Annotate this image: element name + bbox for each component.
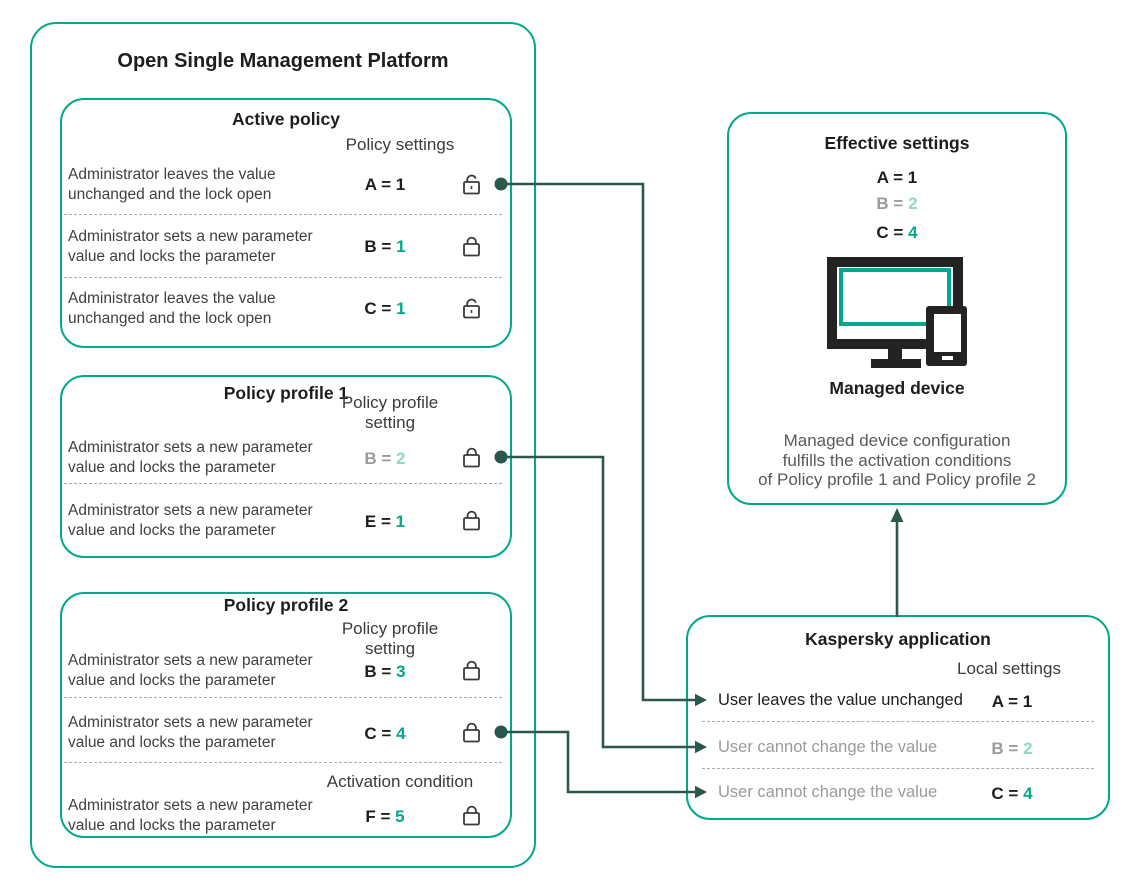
row-separator (702, 721, 1094, 722)
policy-profile-1-title: Policy profile 1 (223, 383, 349, 403)
lock-closed-icon (463, 722, 480, 743)
kaspersky-row-description: User leaves the value unchanged (718, 691, 963, 709)
monitor-stand-neck (888, 349, 902, 360)
activation-condition-header: Activation condition (326, 772, 474, 791)
managed-device-label: Managed device (829, 378, 965, 398)
lock-closed-icon (463, 805, 480, 826)
policy-row-description: Administrator sets a new parameter value… (68, 502, 313, 539)
kaspersky-row-description: User cannot change the value (718, 783, 938, 801)
platform-title: Open Single Management Platform (117, 50, 449, 72)
policy-value: F = 5 (365, 807, 405, 826)
policy-row-description: Administrator sets a new parameter value… (68, 714, 313, 751)
policy-settings-header: Policy settings (345, 135, 455, 154)
policy-value: B = 2 (364, 449, 406, 468)
local-settings-header: Local settings (957, 659, 1061, 678)
policy-row-description: Administrator leaves the value unchanged… (68, 166, 276, 203)
local-setting-value: C = 4 (991, 784, 1033, 803)
policy-row-description: Administrator sets a new parameter value… (68, 228, 313, 265)
lock-closed-icon (463, 447, 480, 468)
row-separator (702, 768, 1094, 769)
active-policy-title: Active policy (232, 109, 340, 129)
local-setting-value: B = 2 (991, 739, 1033, 758)
arrowhead-up-icon (890, 508, 904, 522)
lock-open-icon (463, 174, 480, 195)
phone-home-button (942, 356, 953, 360)
monitor-stand-base (871, 359, 921, 368)
policy-profile-setting-header: Policy profile setting (341, 619, 439, 658)
lock-closed-icon (463, 510, 480, 531)
policy-row-description: Administrator sets a new parameter value… (68, 439, 313, 476)
policy-value: A = 1 (364, 175, 406, 194)
policy-row-description: Administrator sets a new parameter value… (68, 797, 313, 834)
kaspersky-row-description: User cannot change the value (718, 738, 938, 756)
row-separator (64, 483, 502, 484)
row-separator (64, 697, 502, 698)
policy-row-description: Administrator leaves the value unchanged… (68, 290, 276, 327)
row-separator (64, 762, 502, 763)
lock-closed-icon (463, 660, 480, 681)
row-separator (64, 277, 502, 278)
policy-value: C = 1 (364, 299, 406, 318)
policy-value: C = 4 (364, 724, 406, 743)
lock-open-icon (463, 298, 480, 319)
managed-device-note: Managed device configuration fulfills th… (758, 431, 1036, 489)
effective-value: B = 2 (876, 194, 918, 213)
policy-value: B = 3 (364, 662, 406, 681)
phone-screen (934, 314, 961, 352)
policy-row-description: Administrator sets a new parameter value… (68, 652, 313, 689)
row-separator (64, 214, 502, 215)
policy-value: E = 1 (364, 512, 406, 531)
local-setting-value: A = 1 (991, 692, 1033, 711)
policy-profile-2-title: Policy profile 2 (223, 595, 349, 615)
effective-value: A = 1 (876, 168, 918, 187)
effective-settings-box (727, 112, 1067, 505)
policy-value: B = 1 (364, 237, 406, 256)
policy-profile-setting-header: Policy profile setting (341, 393, 439, 432)
kaspersky-application-title: Kaspersky application (805, 629, 991, 649)
effective-value: C = 4 (876, 223, 918, 242)
effective-settings-title: Effective settings (824, 133, 970, 153)
lock-closed-icon (463, 236, 480, 257)
